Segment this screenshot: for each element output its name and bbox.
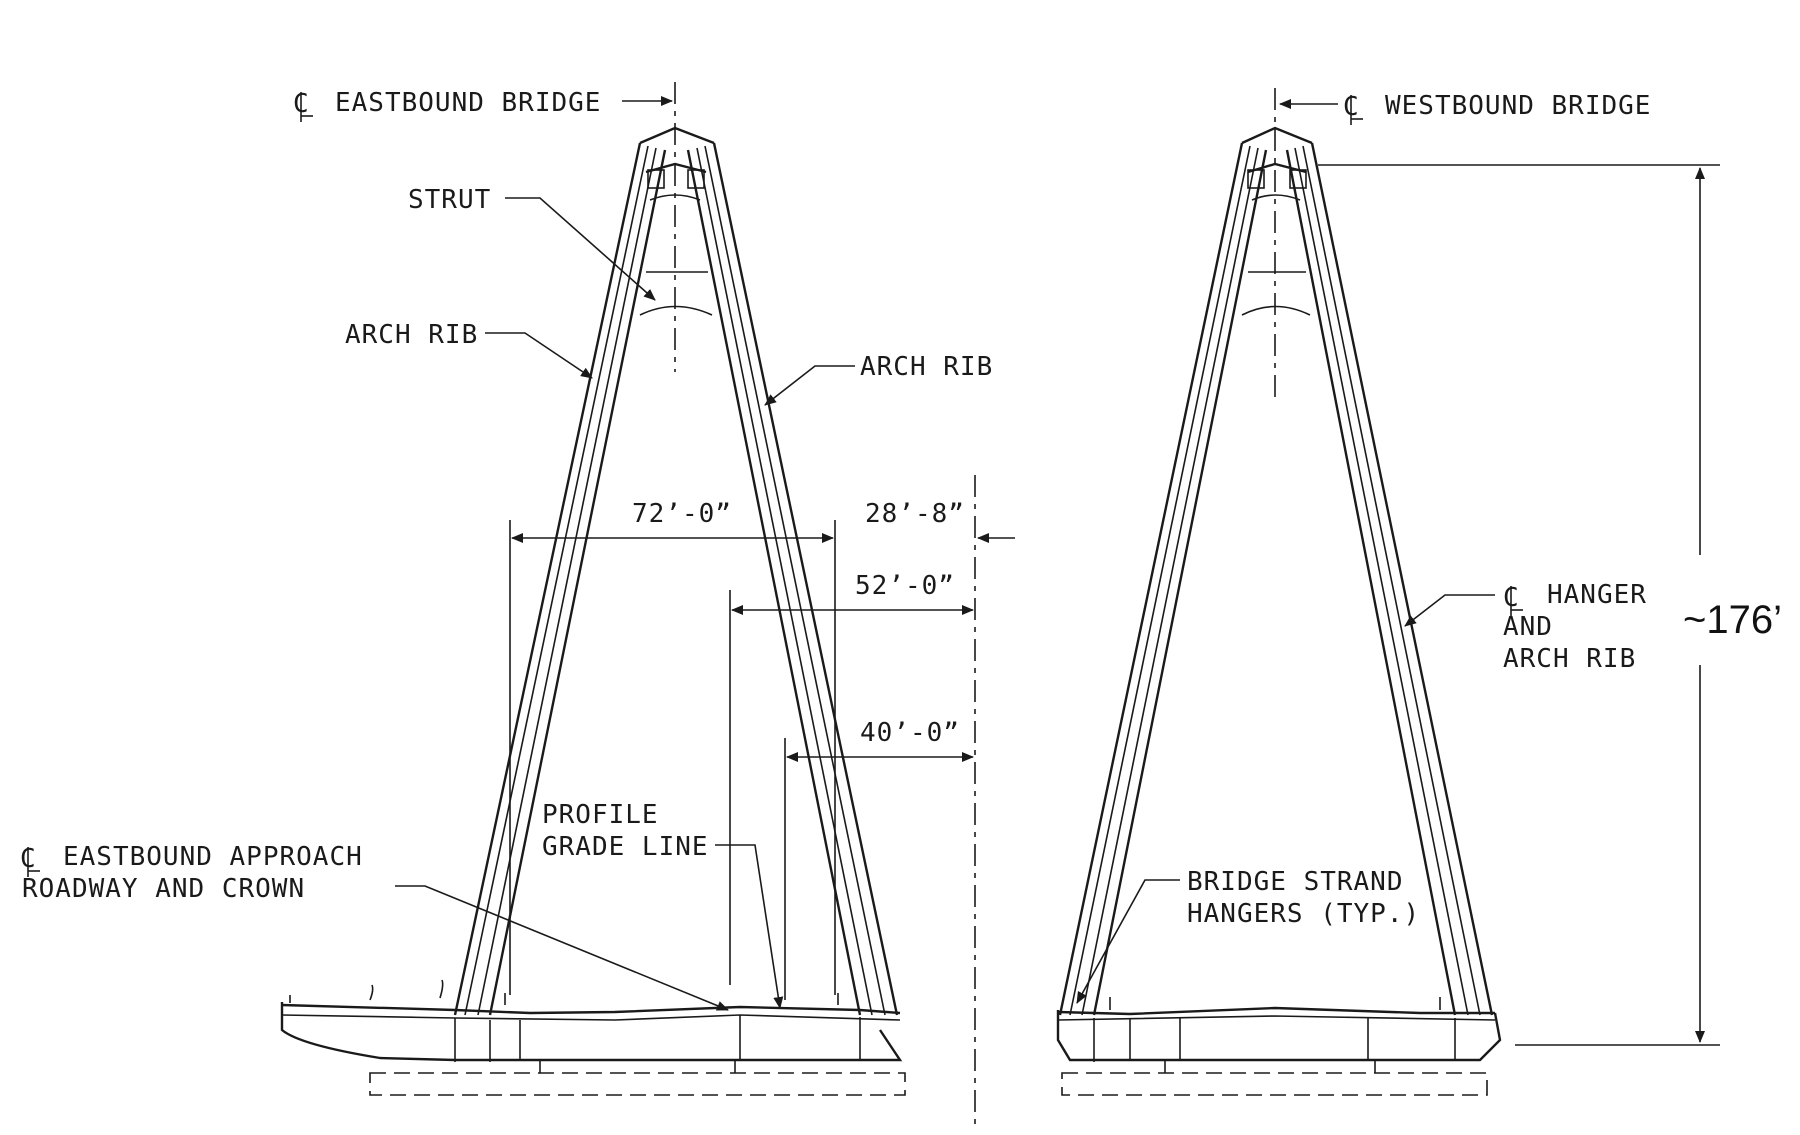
label-approach-line1: EASTBOUND APPROACH xyxy=(63,842,363,872)
label-approach-line2: ROADWAY AND CROWN xyxy=(22,874,305,904)
dim-72-label: 72’-0” xyxy=(632,499,732,529)
centerline-symbol-eastbound: C xyxy=(293,89,313,122)
eastbound-deck xyxy=(280,979,906,1096)
label-hanger-line1: HANGER xyxy=(1547,580,1647,610)
label-arch-rib-right: ARCH RIB xyxy=(860,352,993,382)
dim-28-label: 28’-8” xyxy=(865,499,965,529)
label-strand-line1: BRIDGE STRAND xyxy=(1187,867,1404,897)
label-eastbound-bridge: EASTBOUND BRIDGE xyxy=(335,88,601,118)
dim-height-label: ~176’ xyxy=(1683,598,1782,642)
label-hanger-line3: ARCH RIB xyxy=(1503,644,1636,674)
label-strut: STRUT xyxy=(408,185,491,215)
westbound-deck xyxy=(1056,997,1502,1096)
label-profile: PROFILE xyxy=(542,800,659,830)
label-westbound-bridge: WESTBOUND BRIDGE xyxy=(1385,91,1651,121)
centerline-symbol-westbound: C xyxy=(1343,92,1363,125)
centerline-symbol-approach: C xyxy=(20,844,40,877)
leader-lines xyxy=(395,96,1495,1011)
dim-52-label: 52’-0” xyxy=(855,571,955,601)
centerline-symbol-hanger: C xyxy=(1503,583,1523,616)
label-arch-rib-left: ARCH RIB xyxy=(345,320,478,350)
dimension-lines xyxy=(509,164,1720,1130)
label-strand-line2: HANGERS (TYP.) xyxy=(1187,899,1420,929)
eastbound-arch xyxy=(453,82,899,1016)
label-hanger-line2: AND xyxy=(1503,612,1553,642)
label-grade-line: GRADE LINE xyxy=(542,832,709,862)
dim-40-label: 40’-0” xyxy=(860,718,960,748)
westbound-arch xyxy=(1058,88,1494,1016)
